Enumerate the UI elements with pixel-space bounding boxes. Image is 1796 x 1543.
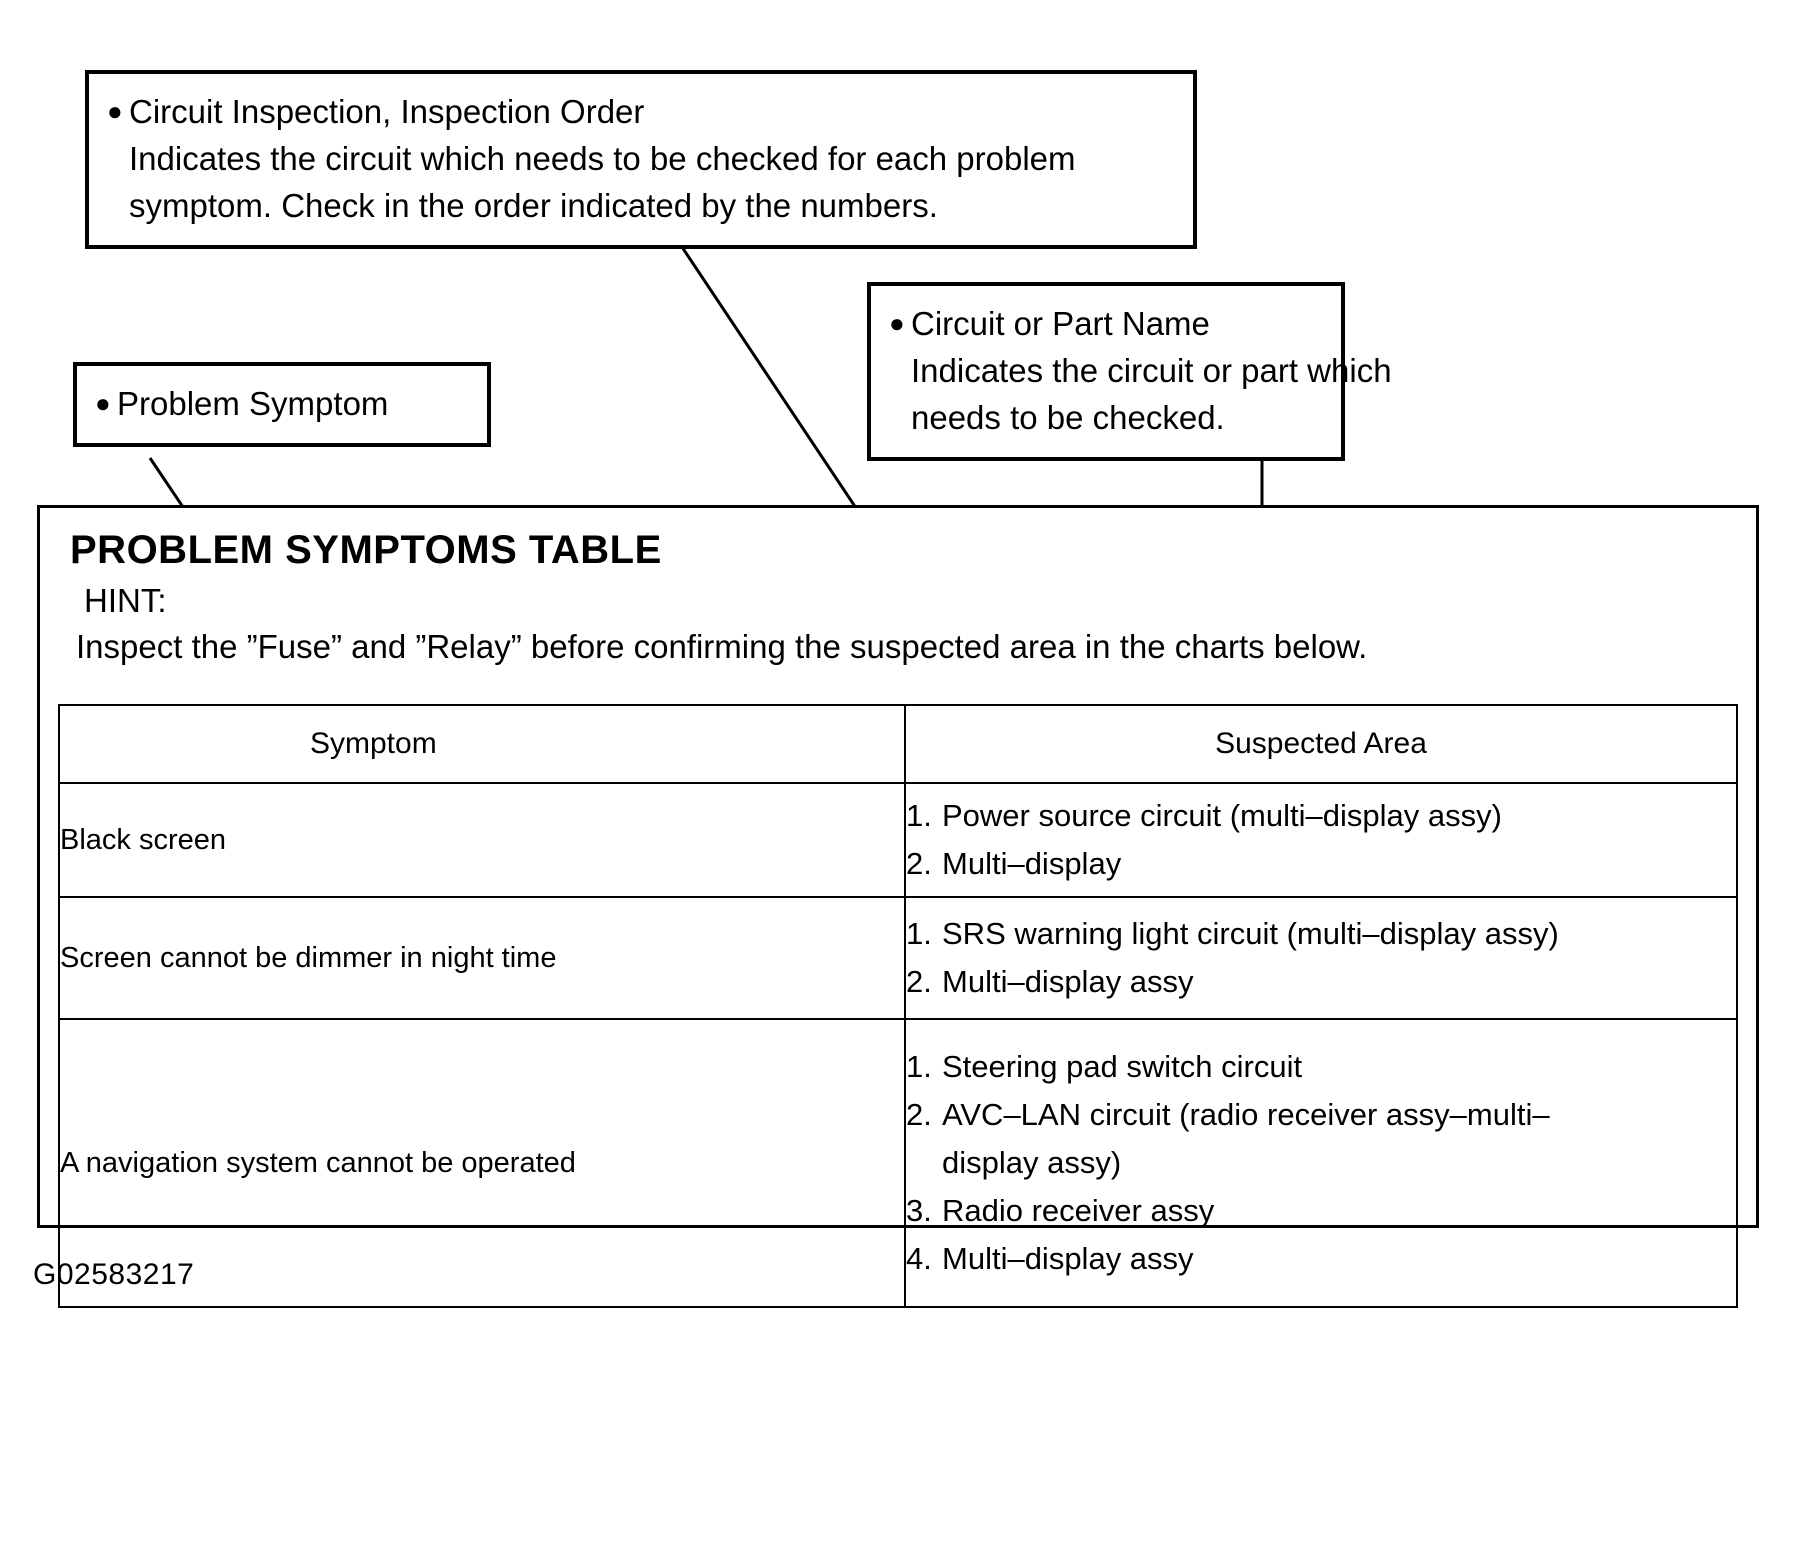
symptom-cell: Screen cannot be dimmer in night time: [58, 896, 906, 1020]
callout-problem-symptom: ●Problem Symptom: [73, 362, 491, 447]
callout-heading-text: Circuit or Part Name: [911, 305, 1210, 342]
callout-heading-line: ●Circuit or Part Name: [889, 300, 1323, 347]
callout-heading-line: ●Problem Symptom: [95, 380, 469, 427]
suspected-item-number: 2.: [906, 846, 932, 881]
suspected-item-number: 1.: [906, 916, 932, 951]
suspected-item: 1. Steering pad switch circuit: [906, 1043, 1736, 1091]
page-title: PROBLEM SYMPTOMS TABLE: [70, 528, 662, 572]
suspected-item-number: 2.: [906, 964, 932, 999]
suspected-item-text: AVC–LAN circuit (radio receiver assy–mul…: [942, 1097, 1550, 1132]
suspected-item: 2. AVC–LAN circuit (radio receiver assy–m…: [906, 1091, 1736, 1139]
bullet-dot-icon: ●: [107, 96, 123, 126]
column-header-suspected-area-label: Suspected Area: [1215, 727, 1427, 760]
suspected-item: 1. SRS warning light circuit (multi–displ…: [906, 910, 1736, 958]
table-header-row: Symptom Suspected Area: [58, 704, 1738, 784]
callout-body-line-1: Indicates the circuit which needs to be …: [129, 140, 1076, 177]
suspected-item-text: Multi–display assy: [942, 964, 1194, 999]
callout-heading-line: ●Circuit Inspection, Inspection Order: [107, 88, 1175, 135]
suspected-item: 1. Power source circuit (multi–display as…: [906, 792, 1736, 840]
callout-circuit-or-part-name: ●Circuit or Part Name Indicates the circ…: [867, 282, 1392, 461]
suspected-item-text: Multi–display assy: [942, 1241, 1194, 1276]
suspected-item-text: Power source circuit (multi–display assy…: [942, 798, 1502, 833]
problem-symptoms-panel: PROBLEM SYMPTOMS TABLE HINT: Inspect the…: [37, 505, 1759, 1308]
hint-text: Inspect the ”Fuse” and ”Relay” before co…: [76, 628, 1368, 665]
callout-heading-text: Circuit Inspection, Inspection Order: [129, 93, 645, 130]
suspected-item-number: 3.: [906, 1193, 932, 1228]
column-header-symptom-label: Symptom: [310, 727, 437, 760]
suspected-item: 3. Radio receiver assy: [906, 1187, 1736, 1235]
suspected-area-cell: 1. SRS warning light circuit (multi–displ…: [904, 896, 1738, 1020]
callout-body-line-2: needs to be checked.: [911, 399, 1225, 436]
callout-circuit-inspection-order: ●Circuit Inspection, Inspection Order In…: [85, 70, 1197, 249]
symptom-cell: Black screen: [58, 782, 906, 898]
problem-symptoms-table: Symptom Suspected Area Black screen 1. Po…: [58, 704, 1738, 1308]
suspected-item: 4. Multi–display assy: [906, 1235, 1736, 1283]
suspected-area-cell: 1. Power source circuit (multi–display as…: [904, 782, 1738, 898]
suspected-item-number: 1.: [906, 1049, 932, 1084]
suspected-item-text: Radio receiver assy: [942, 1193, 1215, 1228]
bullet-dot-icon: ●: [889, 308, 905, 338]
suspected-item-text: SRS warning light circuit (multi–display…: [942, 916, 1559, 951]
suspected-item-number: 2.: [906, 1097, 932, 1132]
suspected-item-number: 1.: [906, 798, 932, 833]
callout-body-line-2: symptom. Check in the order indicated by…: [129, 187, 938, 224]
column-header-symptom: Symptom: [58, 704, 906, 784]
suspected-item-text: Steering pad switch circuit: [942, 1049, 1303, 1084]
suspected-area-cell: 1. Steering pad switch circuit 2. AVC–LAN …: [904, 1018, 1738, 1308]
suspected-item-continuation: display assy): [942, 1145, 1122, 1180]
hint-label: HINT:: [84, 582, 167, 619]
symptom-cell: A navigation system cannot be operated: [58, 1018, 906, 1308]
table-row: Black screen 1. Power source circuit (mul…: [58, 782, 1738, 898]
table-row: Screen cannot be dimmer in night time 1.…: [58, 896, 1738, 1020]
figure-code: G02583217: [33, 1258, 195, 1291]
bullet-dot-icon: ●: [95, 388, 111, 418]
suspected-item: 2. Multi–display: [906, 840, 1736, 888]
callout-body-line-1: Indicates the circuit or part which: [911, 352, 1392, 389]
suspected-item-text: Multi–display: [942, 846, 1122, 881]
callout-heading-text: Problem Symptom: [117, 385, 389, 422]
suspected-item-number: 4.: [906, 1241, 932, 1276]
column-header-suspected-area: Suspected Area: [904, 704, 1738, 784]
table-row: A navigation system cannot be operated 1…: [58, 1018, 1738, 1308]
suspected-item: 2. Multi–display assy: [906, 958, 1736, 1006]
